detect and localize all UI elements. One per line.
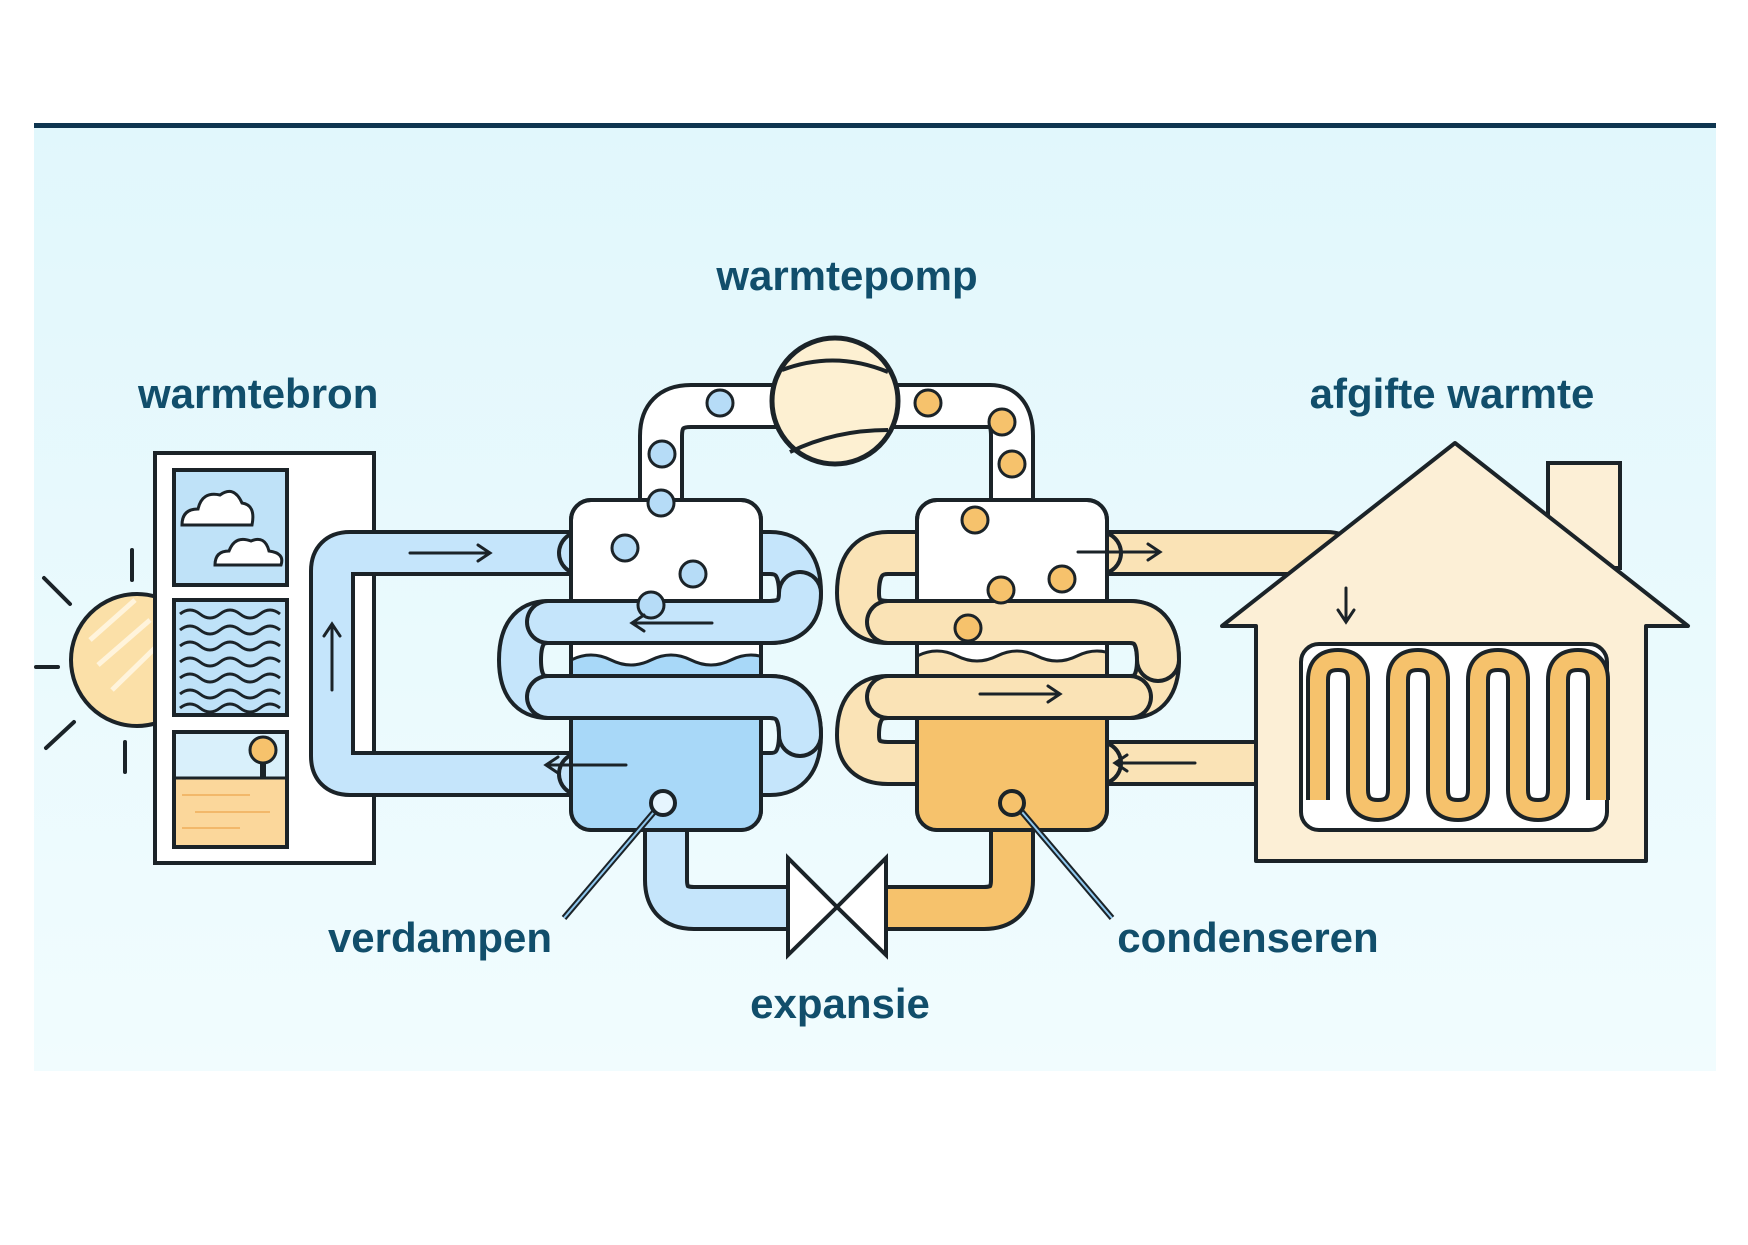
evaporate-label: verdampen bbox=[328, 914, 552, 961]
arrow-right-icon bbox=[978, 684, 1063, 704]
condense-pointer bbox=[998, 789, 1115, 920]
evaporator-tank bbox=[569, 498, 763, 832]
expansion-valve-icon bbox=[786, 853, 888, 960]
condense-label: condenseren bbox=[1117, 914, 1378, 961]
arrow-right-icon bbox=[1076, 542, 1163, 562]
arrow-down-icon bbox=[1336, 586, 1356, 625]
expansion-label: expansie bbox=[750, 980, 930, 1027]
water-waves-icon bbox=[172, 598, 289, 717]
warm-vapor-bubbles bbox=[913, 388, 1077, 643]
arrow-left-icon bbox=[543, 755, 628, 775]
flow-arrows bbox=[322, 542, 1356, 775]
tree-ground-icon bbox=[172, 730, 289, 849]
arrow-left-icon bbox=[629, 613, 714, 633]
arrow-right-icon bbox=[408, 543, 493, 563]
sun-rays bbox=[34, 548, 134, 774]
arrow-left-icon bbox=[1112, 753, 1197, 773]
center-title: warmtepomp bbox=[715, 252, 977, 299]
sun-icon bbox=[69, 592, 157, 728]
top-rule bbox=[34, 123, 1716, 128]
output-label: afgifte warmte bbox=[1310, 370, 1595, 417]
cold-vapor-bubbles bbox=[610, 388, 735, 620]
arrow-up-icon bbox=[322, 621, 342, 692]
compressor-icon bbox=[769, 335, 901, 467]
source-label: warmtebron bbox=[137, 370, 378, 417]
radiator-icon bbox=[1299, 642, 1610, 832]
cloud-sky-icon bbox=[172, 468, 289, 587]
evaporate-pointer bbox=[561, 789, 677, 920]
